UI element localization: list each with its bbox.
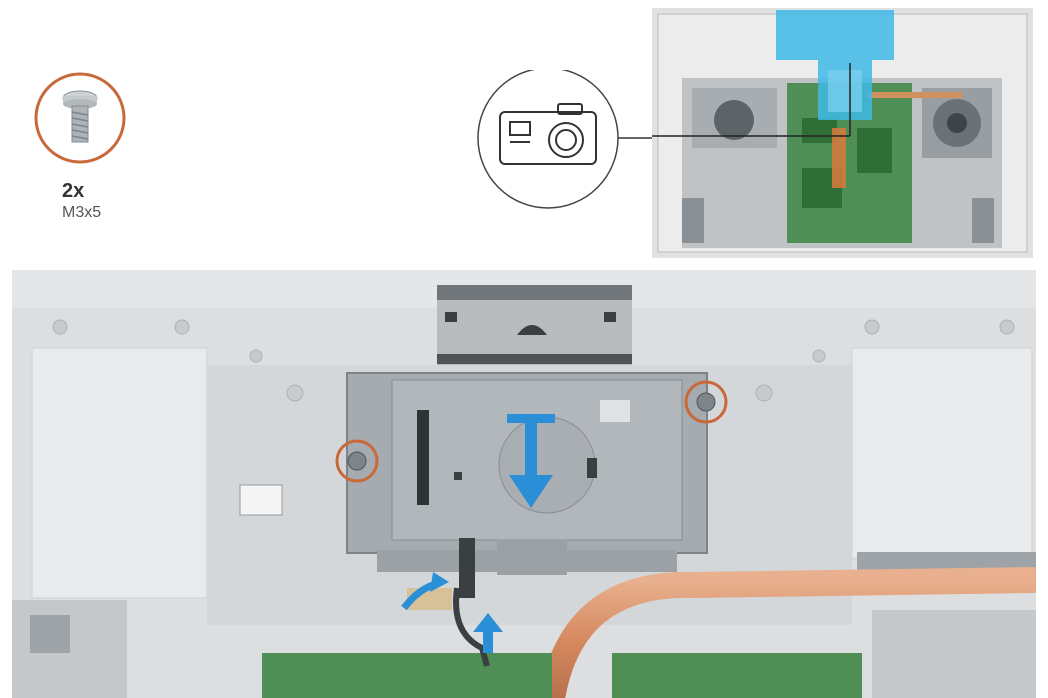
screw-count: 2x xyxy=(62,180,85,202)
screw-right xyxy=(684,380,728,424)
arrow-up-icon xyxy=(473,613,503,653)
arrow-down-icon xyxy=(507,414,555,508)
curved-arrow-icon xyxy=(401,572,449,611)
screw-size: M3x5 xyxy=(62,204,102,221)
screw-icon xyxy=(62,90,98,143)
camera-icon xyxy=(499,103,597,165)
screw-left xyxy=(335,439,379,483)
main-view xyxy=(12,270,1036,698)
camera-module-highlight xyxy=(776,10,894,120)
screw-legend xyxy=(34,72,126,164)
overview-image xyxy=(652,8,1033,258)
camera-callout xyxy=(477,70,665,209)
